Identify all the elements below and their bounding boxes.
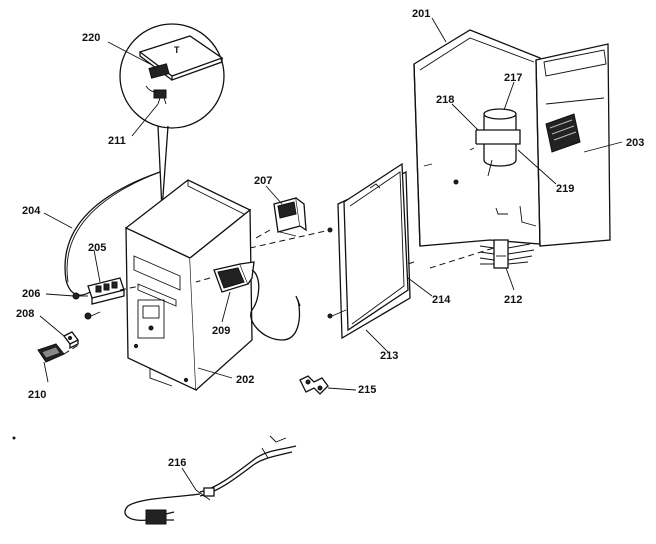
wire-harness-212 xyxy=(479,239,535,269)
callout-220: 220 xyxy=(82,32,100,44)
guide-line xyxy=(429,245,501,269)
callout-219: 219 xyxy=(556,183,574,195)
callout-218: 218 xyxy=(436,94,454,106)
panel-214 xyxy=(327,162,411,340)
callout-207: 207 xyxy=(254,175,272,187)
callout-214: 214 xyxy=(432,294,451,306)
callout-216: 216 xyxy=(168,457,186,469)
plate-203 xyxy=(545,113,581,153)
part-207 xyxy=(255,197,307,239)
cabinet-202 xyxy=(124,179,253,392)
callout-215: 215 xyxy=(358,384,376,396)
callout-labels: 220 211 204 205 206 208 210 207 209 202 … xyxy=(16,8,644,469)
capacitor-217 xyxy=(469,108,521,177)
inset-detail-circle: T xyxy=(119,23,225,211)
power-cord-216 xyxy=(124,435,297,525)
callout-213: 213 xyxy=(380,350,398,362)
callout-208: 208 xyxy=(16,308,34,320)
callout-217: 217 xyxy=(504,72,522,84)
callout-209: 209 xyxy=(212,325,230,337)
part-215 xyxy=(299,375,329,395)
callout-204: 204 xyxy=(22,205,41,217)
guide-line xyxy=(249,229,331,249)
svg-text:T: T xyxy=(174,45,180,55)
clip-208 xyxy=(63,331,79,350)
callout-205: 205 xyxy=(88,242,106,254)
screw-206 xyxy=(72,292,101,320)
relay-209 xyxy=(195,261,301,341)
callout-210: 210 xyxy=(28,389,46,401)
leader-lines xyxy=(39,17,623,491)
callout-201: 201 xyxy=(412,8,430,20)
part-210 xyxy=(37,343,81,363)
callout-211: 211 xyxy=(108,135,126,147)
callout-203: 203 xyxy=(626,137,644,149)
callout-212: 212 xyxy=(504,294,522,306)
callout-202: 202 xyxy=(236,374,254,386)
callout-206: 206 xyxy=(22,288,40,300)
terminal-block-205 xyxy=(87,277,141,305)
